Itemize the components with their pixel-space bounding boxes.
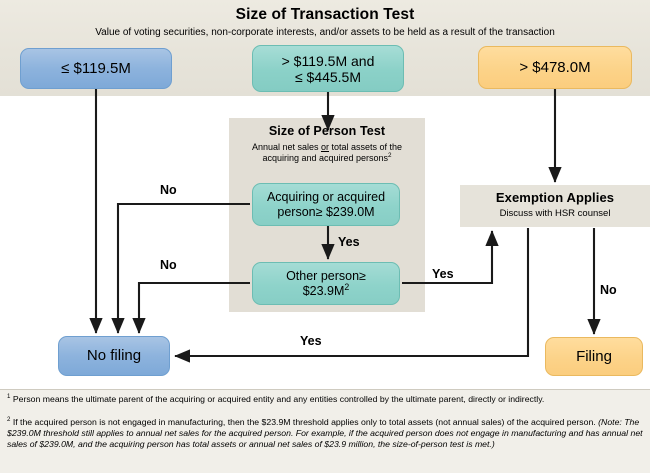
other-person-footnote-marker: 2 (344, 281, 350, 292)
person-test-node-other-person[interactable]: Other person≥ $23.9M2 (252, 262, 400, 305)
person-test-node-acquiring-label: Acquiring or acquired person≥ $239.0M (267, 190, 385, 220)
footnote-2-note: (Note: The $239.0M threshold still appli… (7, 417, 643, 450)
edge-label-yes-exemption-to-no-filing: Yes (300, 334, 322, 348)
transaction-option-gt-478m[interactable]: > $478.0M (478, 46, 632, 89)
transaction-option-le-119-5m[interactable]: ≤ $119.5M (20, 48, 172, 89)
footnote-1-text: Person means the ultimate parent of the … (12, 394, 545, 404)
outcome-filing-label: Filing (576, 347, 612, 365)
other-person-line-1: Other person≥ (286, 268, 366, 283)
person-test-subtitle: Annual net sales or total assets of the … (231, 142, 423, 164)
footnotes-band (0, 389, 650, 473)
footnote-1-marker: 1 (7, 393, 11, 401)
footnote-2-marker: 2 (7, 416, 11, 424)
person-subtitle-line-2: acquiring and acquired persons (262, 153, 389, 163)
person-subtitle-or: or (320, 142, 329, 152)
edge-label-yes-acquiring-to-other: Yes (338, 235, 360, 249)
exemption-title: Exemption Applies (495, 190, 615, 205)
transaction-option-le-119-5m-label: ≤ $119.5M (61, 59, 131, 77)
footnote-2: 2 If the acquired person is not engaged … (7, 417, 643, 451)
outcome-no-filing[interactable]: No filing (58, 336, 170, 376)
transaction-option-mid-range-label: > $119.5M and ≤ $445.5M (282, 53, 375, 85)
person-test-title: Size of Person Test (268, 124, 386, 138)
footnote-2-text: If the acquired person is not engaged in… (12, 417, 599, 427)
person-subtitle-part-2: total assets of the (329, 142, 403, 152)
person-test-node-acquiring[interactable]: Acquiring or acquired person≥ $239.0M (252, 183, 400, 226)
person-test-node-other-person-label: Other person≥ $23.9M2 (286, 269, 366, 299)
exemption-panel (460, 185, 650, 227)
acquiring-line-1: Acquiring or acquired (266, 189, 386, 204)
transaction-option-mid-range[interactable]: > $119.5M and ≤ $445.5M (252, 45, 404, 92)
person-subtitle-footnote-marker: 2 (388, 152, 392, 159)
edge-label-no-other-person: No (160, 258, 177, 272)
outcome-filing[interactable]: Filing (545, 337, 643, 376)
transaction-option-gt-478m-label: > $478.0M (519, 58, 591, 76)
footnote-1: 1 Person means the ultimate parent of th… (7, 394, 643, 405)
page-title: Size of Transaction Test (235, 6, 415, 23)
edge-label-no-exemption-to-filing: No (600, 283, 617, 297)
mid-range-line-2: ≤ $445.5M (294, 68, 362, 85)
mid-range-line-1: > $119.5M and (281, 52, 375, 69)
person-subtitle-part-1: Annual net sales (251, 142, 321, 152)
acquiring-line-2: person≥ $239.0M (277, 204, 375, 219)
exemption-subtitle: Discuss with HSR counsel (499, 208, 611, 219)
edge-label-yes-other-to-exemption: Yes (432, 267, 454, 281)
other-person-line-2: $23.9M (302, 283, 345, 298)
transaction-test-subtitle: Value of voting securities, non-corporat… (95, 27, 555, 38)
outcome-no-filing-label: No filing (86, 347, 142, 364)
edge-label-no-acquiring: No (160, 183, 177, 197)
